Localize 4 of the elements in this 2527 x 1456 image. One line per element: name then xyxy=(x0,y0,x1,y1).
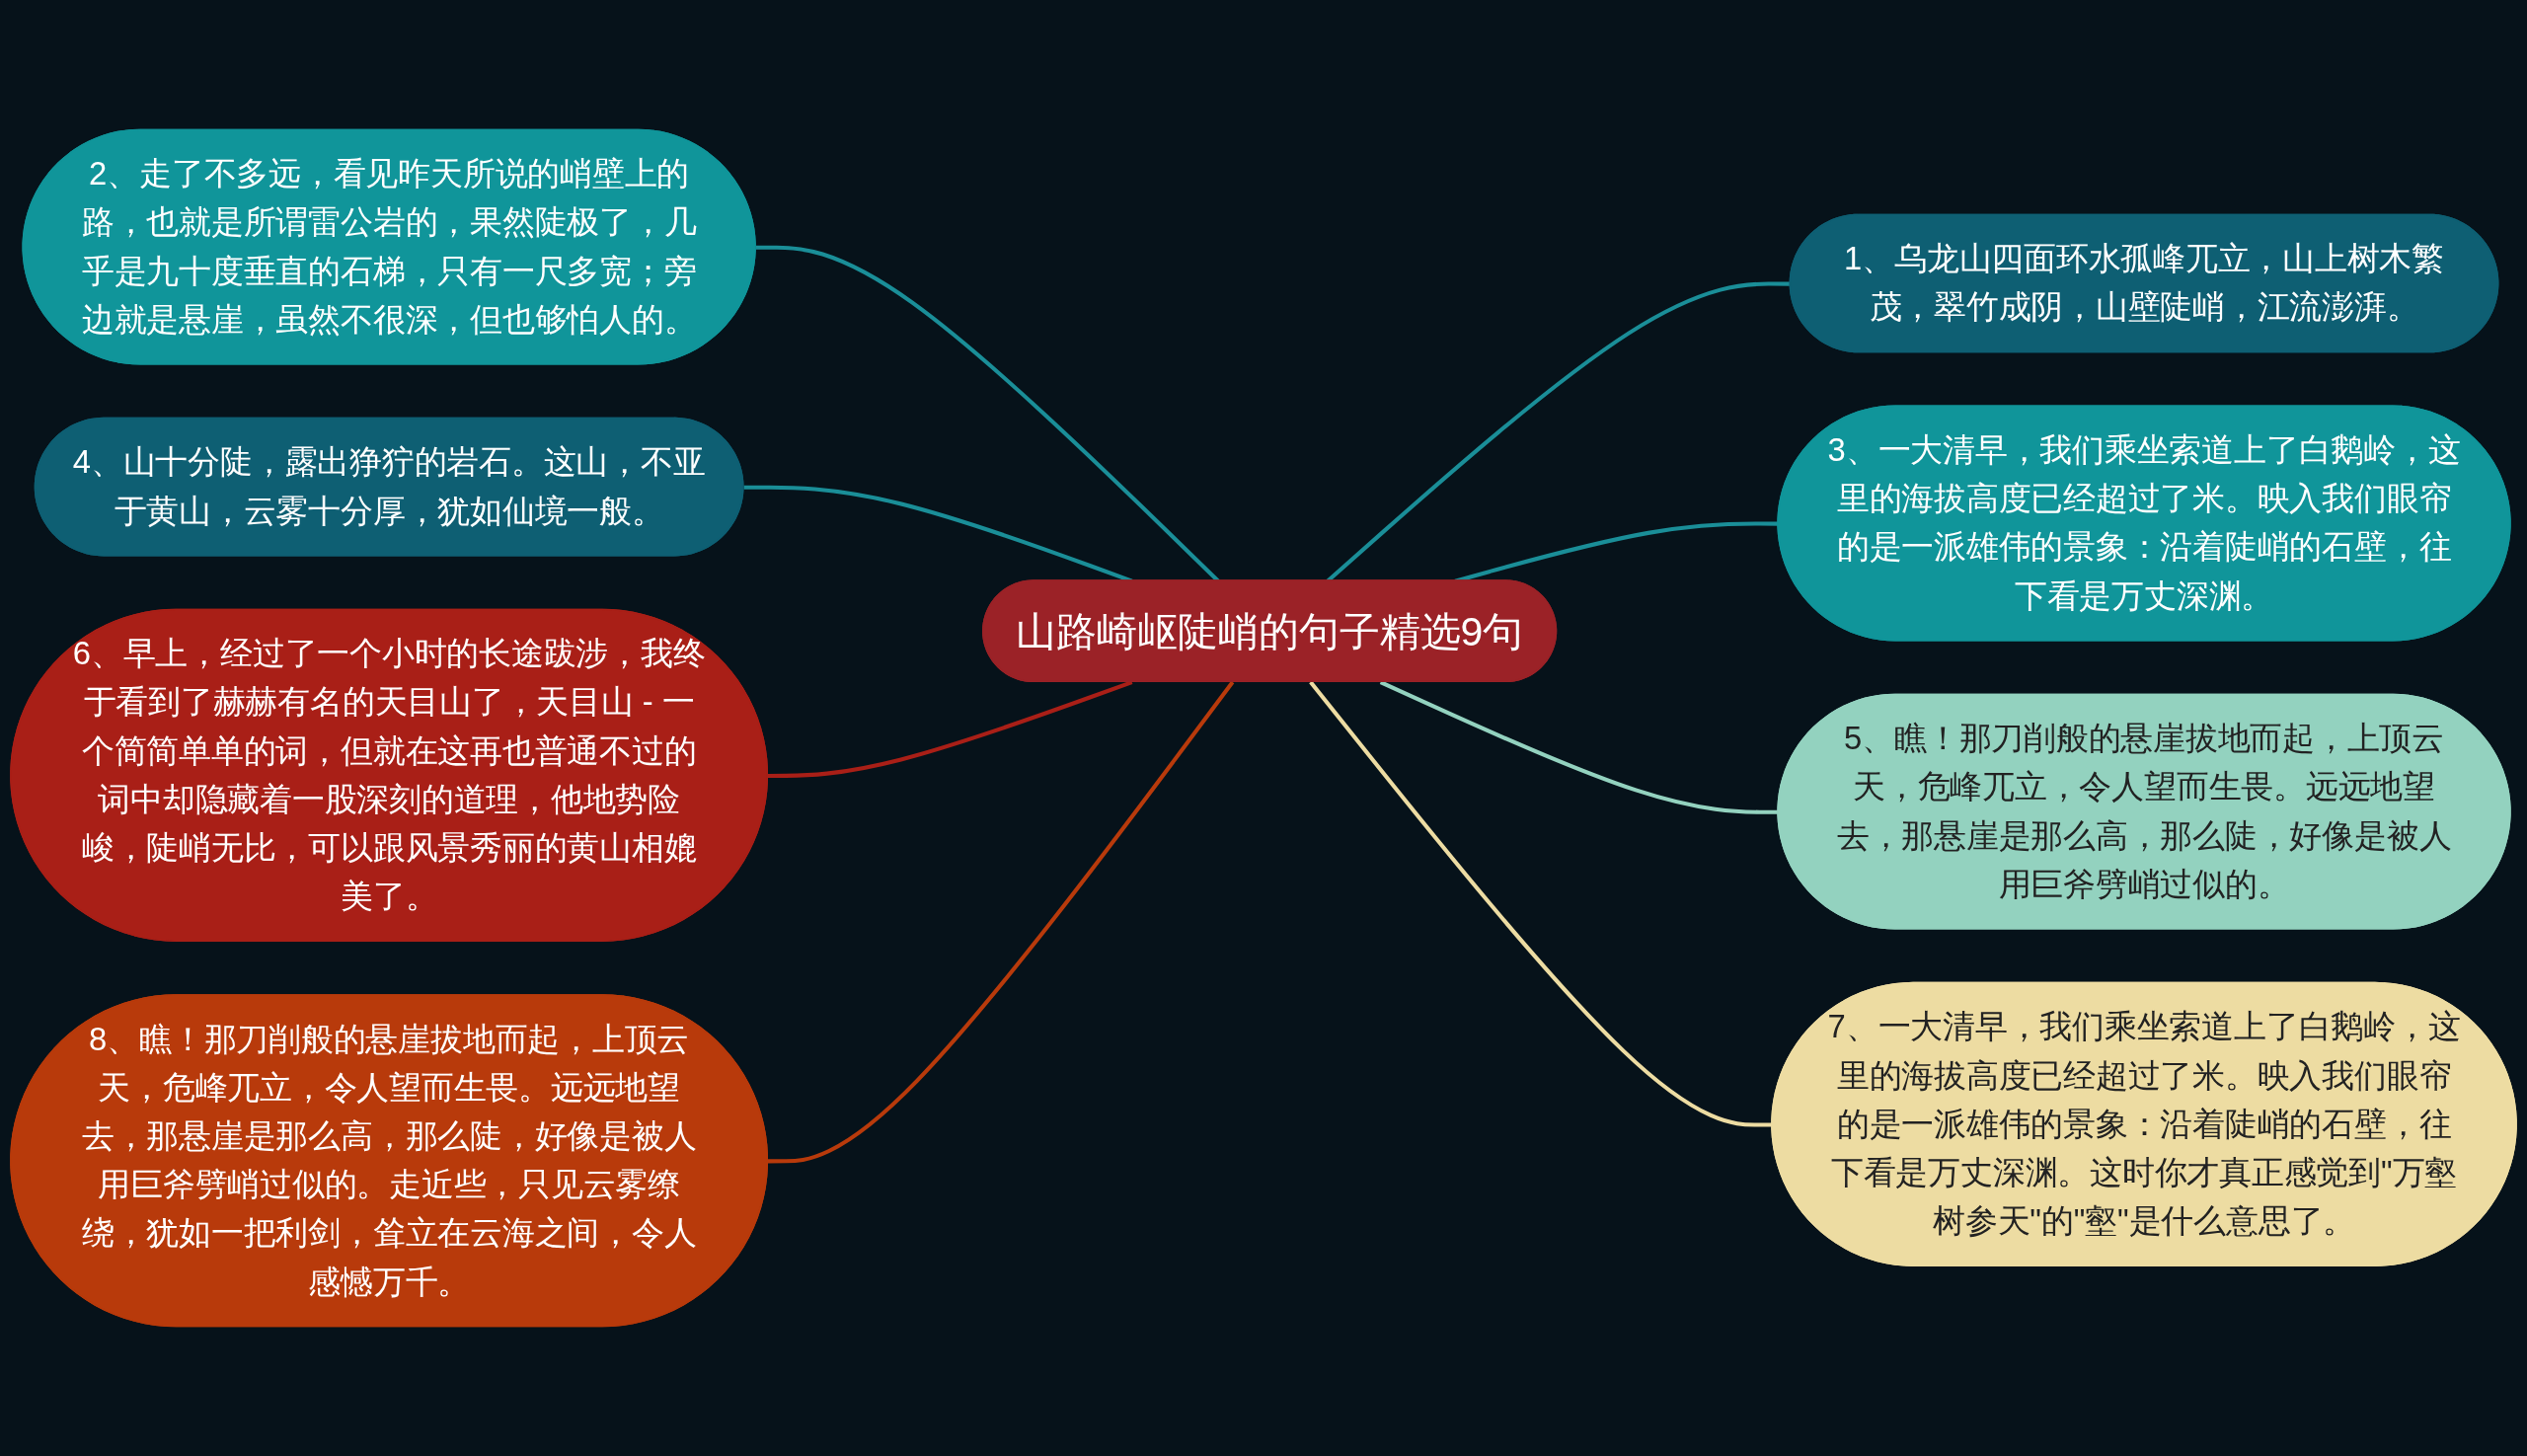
connector xyxy=(1379,680,1779,814)
connector xyxy=(768,680,1235,1164)
connector xyxy=(768,680,1133,778)
connector xyxy=(1309,680,1773,1127)
